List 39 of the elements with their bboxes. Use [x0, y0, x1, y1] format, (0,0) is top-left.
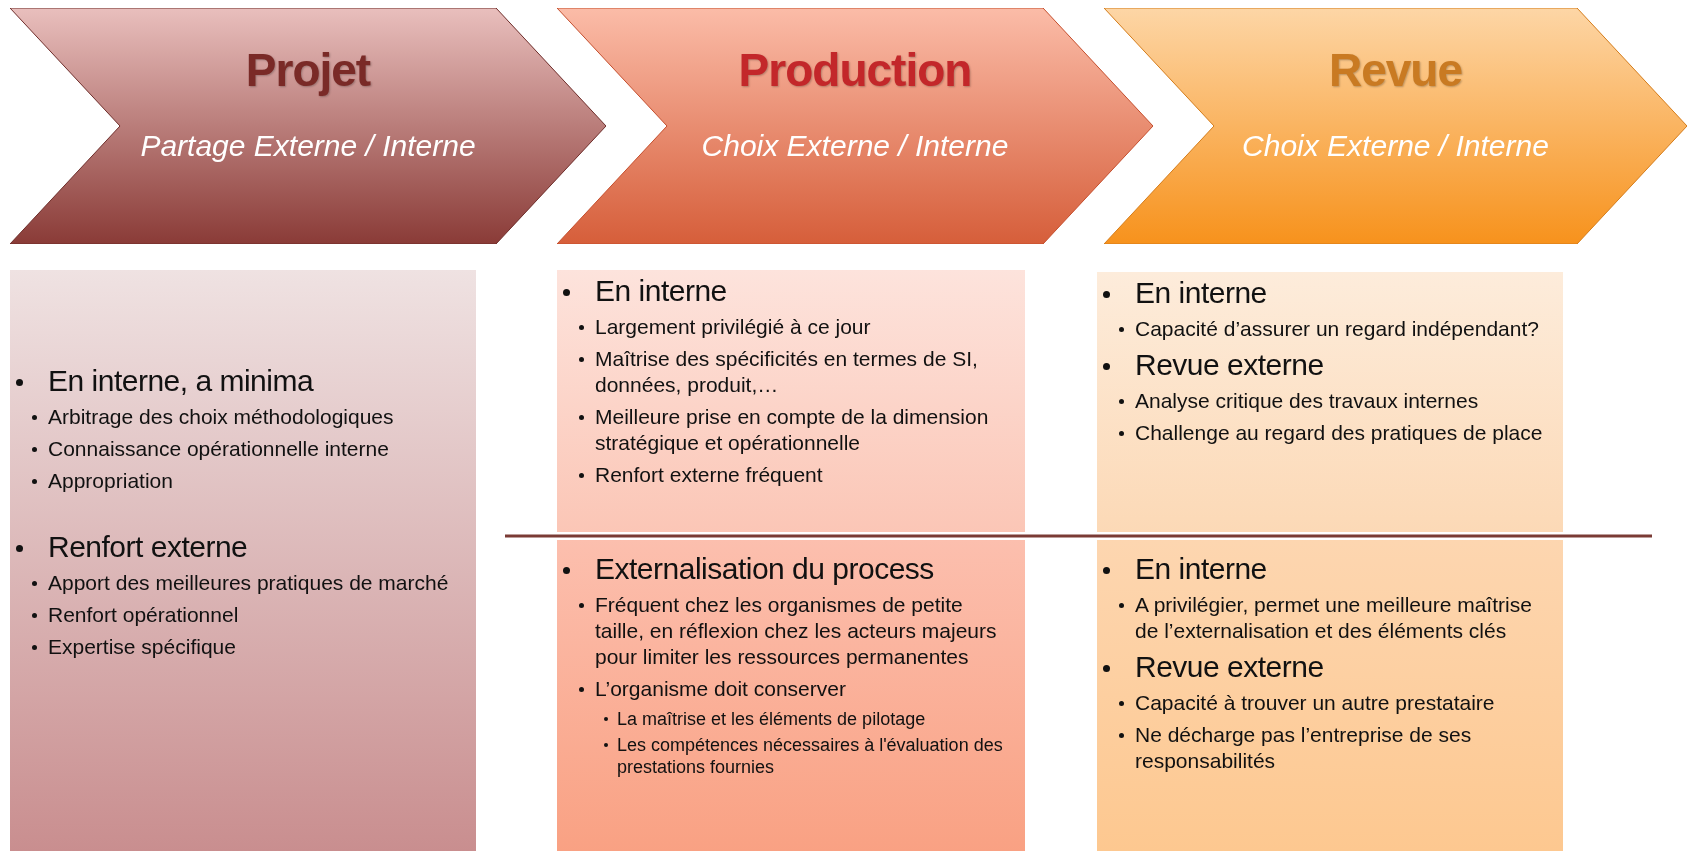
bullet-text: Largement privilégié à ce jour [557, 314, 1015, 340]
bullet-text: L’organisme doit conserver [557, 676, 1015, 702]
bullet-text: Arbitrage des choix méthodologiques [10, 404, 466, 430]
bullet-text: Apport des meilleures pratiques de marché [10, 570, 466, 596]
content-panel [10, 270, 476, 851]
bullet-heading: En interne, a minima [10, 364, 466, 398]
bullet-text: Les compétences nécessaires à l'évaluation des prestations fournies [557, 734, 1015, 778]
bullet-text: Renfort externe fréquent [557, 462, 1015, 488]
bullet-heading: En interne [1097, 552, 1553, 586]
content-panel [557, 540, 1025, 851]
stage-title: Projet [245, 44, 371, 96]
bullet-text: Expertise spécifique [10, 634, 466, 660]
content-panel [557, 270, 1025, 532]
bullet-text: Renfort opérationnel [10, 602, 466, 628]
bullet-text: Capacité d’assurer un regard indépendant? [1097, 316, 1553, 342]
bullet-heading: Revue externe [1097, 650, 1553, 684]
bullet-heading: Externalisation du process [557, 552, 1015, 586]
bullet-text: Connaissance opérationnelle interne [10, 436, 466, 462]
stage-title: Production [738, 44, 972, 96]
stage-title: Revue [1328, 44, 1463, 96]
bullet-text: Ne décharge pas l’entreprise de ses responsabilités [1097, 722, 1553, 774]
bullet-text: Fréquent chez les organismes de petite taille, en réflexion chez les acteurs majeurs pour limiter les ressources permanentes [557, 592, 1015, 670]
stage-subtitle: Partage Externe / Interne [140, 129, 476, 162]
bullet-text: Meilleure prise en compte de la dimension stratégique et opérationnelle [557, 404, 1015, 456]
stage-subtitle: Choix Externe / Interne [1242, 129, 1549, 162]
bullet-text: Analyse critique des travaux internes [1097, 388, 1553, 414]
bullet-text: La maîtrise et les éléments de pilotage [557, 708, 1015, 730]
content-panel [1097, 540, 1563, 851]
bullet-text: A privilégier, permet une meilleure maîtrise de l’externalisation et des éléments clés [1097, 592, 1553, 644]
bullet-text: Appropriation [10, 468, 466, 494]
bullet-heading: Revue externe [1097, 348, 1553, 382]
bullet-heading: En interne [557, 274, 1015, 308]
stage-subtitle: Choix Externe / Interne [701, 129, 1009, 162]
bullet-text: Capacité à trouver un autre prestataire [1097, 690, 1553, 716]
bullet-heading: En interne [1097, 276, 1553, 310]
content-panel [1097, 272, 1563, 532]
bullet-heading: Renfort externe [10, 530, 466, 564]
bullet-text: Challenge au regard des pratiques de place [1097, 420, 1553, 446]
bullet-text: Maîtrise des spécificités en termes de SI, données, produit,… [557, 346, 1015, 398]
